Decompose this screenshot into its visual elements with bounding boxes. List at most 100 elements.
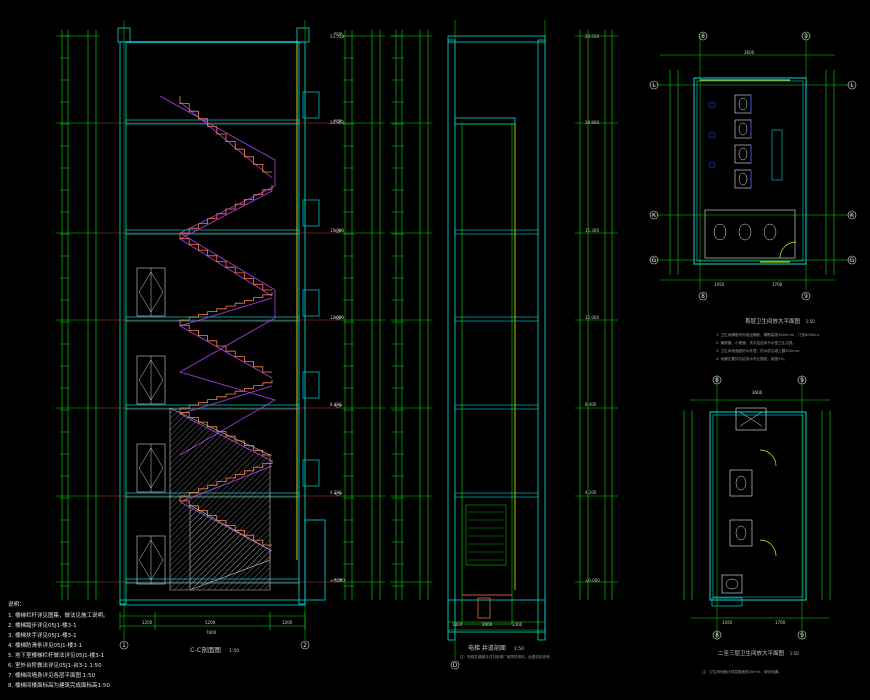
- level-label: 19.900: [330, 120, 344, 125]
- floor-slab: [125, 404, 300, 410]
- door-swing: [138, 539, 164, 581]
- axis-bubble: [712, 375, 722, 385]
- note-item: 6. 室外台阶做法详见05J1-台3-1 1:50: [8, 663, 102, 669]
- machine-roof: [447, 35, 546, 43]
- plan2-title-scale: 1:50: [789, 651, 799, 656]
- window-frame: [302, 371, 320, 399]
- plan1-dim-bottom: 1450: [714, 282, 725, 287]
- plan1-lobby: [704, 209, 796, 259]
- axis-label: 9: [800, 632, 804, 639]
- stair-flight: [179, 233, 272, 291]
- elevator-section: D: [390, 20, 618, 670]
- exterior-step: [304, 519, 326, 601]
- level-label: 15.300: [330, 228, 344, 233]
- wc-stall: [729, 469, 753, 497]
- floor-slab: [125, 119, 300, 125]
- plan2-dim-top: 3600: [752, 390, 763, 395]
- elevator-title-scale: 1:50: [513, 647, 524, 652]
- axis-label: 2: [303, 642, 307, 649]
- plan1-note: 3. 卫生间地面做防水处理，防水层沿墙上翻300mm。: [716, 349, 803, 353]
- elevator-title: 电梯 井道剖面 1:50: [468, 645, 524, 654]
- floor-slab: [125, 316, 300, 322]
- floor-slab: [125, 229, 300, 235]
- stair-flight: [180, 185, 273, 234]
- stair-flight: [179, 96, 272, 173]
- level-marker: [333, 316, 343, 321]
- level-label: ±0.000: [585, 578, 600, 583]
- window-frame: [302, 199, 320, 227]
- wc-stall: [734, 169, 752, 189]
- axis-label: 8: [701, 33, 705, 40]
- axis-label: L: [652, 82, 656, 89]
- plan1-note: 4. 地漏位置详见给排水专业图纸，坡度1%。: [716, 357, 788, 361]
- elevator-note: 注：电梯井道做法详见电梯厂家提供资料，此图仅供参考。: [460, 655, 554, 659]
- axis-bubble: [847, 80, 857, 90]
- level-marker: [333, 492, 343, 497]
- toilet-icon: [735, 475, 747, 491]
- level-label: 8.400: [585, 402, 597, 407]
- plan1-title: 首层卫生间放大平面图 1:50: [745, 318, 815, 326]
- section-overall-dim: 7600: [206, 630, 217, 635]
- window-frame: [302, 91, 320, 119]
- section-title: C-C剖面图 1:50: [190, 646, 239, 656]
- shaft-wall: [537, 39, 546, 641]
- plan1-title-text: 首层卫生间放大平面图: [745, 319, 801, 325]
- shaft-beam: [454, 404, 539, 410]
- handrail: [159, 95, 277, 456]
- shaft-beam: [454, 229, 539, 235]
- axis-label: G: [850, 257, 855, 264]
- plan1-partition: [771, 129, 783, 181]
- plan1-title-scale: 1:50: [805, 319, 815, 324]
- toilet-icon: [738, 97, 748, 111]
- wc-stall: [734, 144, 752, 164]
- stair-slab: [179, 385, 273, 415]
- plan2-shaft-x: [739, 411, 763, 427]
- axis-label: 8: [701, 293, 705, 300]
- door-swing: [759, 539, 777, 557]
- level-marker: [333, 229, 343, 234]
- level-label: 23.550: [585, 34, 599, 39]
- stair-flight: [180, 380, 273, 409]
- door-swing: [138, 447, 164, 489]
- axis-label: 9: [800, 377, 804, 384]
- door-swing: [138, 271, 164, 313]
- axis-bubble: [847, 255, 857, 265]
- basin: [721, 574, 743, 594]
- axis-label: K: [850, 212, 855, 219]
- level-label: 4.200: [585, 490, 597, 495]
- wc-stall: [734, 94, 752, 114]
- plan1-walls-inner: [696, 80, 804, 262]
- axis-bubble-2: [300, 640, 310, 650]
- elevator-dim: 2400: [512, 622, 523, 627]
- note-item: 7. 楼梯间墙身详见各层平面图 1:50: [8, 673, 96, 679]
- level-label: 4.200: [330, 490, 342, 495]
- section-title-text: C-C剖面图: [190, 646, 221, 654]
- stair-slab: [179, 325, 273, 379]
- level-marker: [333, 404, 343, 409]
- level-label: 23.550: [330, 34, 344, 39]
- section-dim: 1200: [142, 620, 153, 625]
- urinal-icon: [708, 131, 716, 139]
- axis-bubble: [712, 630, 722, 640]
- note-item: 5. 地下室楼梯栏杆做法详见05J1-楼3-1: [8, 653, 105, 659]
- level-marker: [333, 119, 343, 124]
- toilet-icon: [738, 122, 748, 136]
- shaft-beam: [454, 316, 539, 322]
- axis-bubble: [797, 630, 807, 640]
- axis-label: K: [652, 212, 657, 219]
- wc-stall: [734, 119, 752, 139]
- level-label: 8.400: [330, 402, 342, 407]
- plan2-title-text: 二至三层卫生间放大平面图: [718, 651, 785, 657]
- stair-slab: [179, 297, 273, 327]
- left-wall: [119, 41, 127, 605]
- pit: [447, 599, 546, 633]
- axis-label: G: [652, 257, 657, 264]
- urinal-icon: [708, 161, 716, 169]
- plan2-dim-bottom: 1450: [722, 620, 733, 625]
- stair-slab: [179, 190, 273, 240]
- axis-label: 9: [804, 33, 808, 40]
- legend-box: [465, 504, 507, 566]
